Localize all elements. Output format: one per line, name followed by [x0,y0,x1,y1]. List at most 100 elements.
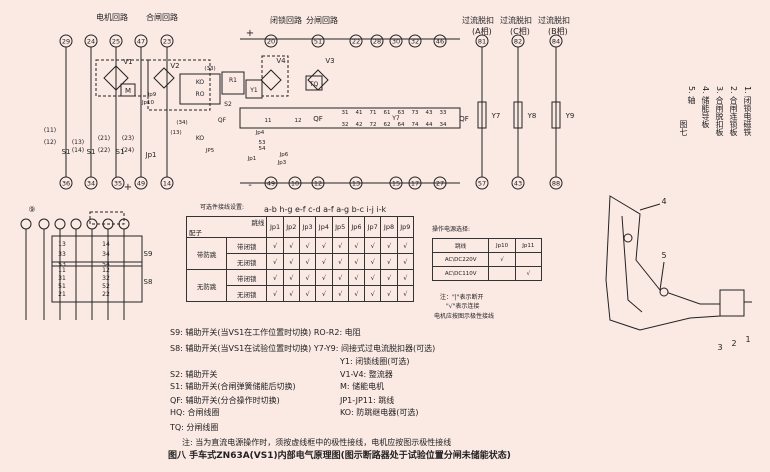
s1-label-3: S1 [116,148,125,156]
jumper-cell: √ [282,285,300,302]
fig7-item: 5. 轴 [687,86,696,105]
power-cell: √ [514,266,543,281]
label-53: 53 [259,140,266,146]
overcurrent-coil [513,101,523,129]
terminal-top [389,34,403,48]
fig7-item: 4. 储能导板 [701,86,710,129]
mechanism-lever [621,215,643,313]
qf-contact-top: 33 [440,110,447,116]
terminal-top-label: 82 [514,38,522,46]
rectifier-v4-label: V4 [276,57,286,65]
fig7-callout-5: 5 [661,251,666,260]
jumper-cell: √ [396,253,415,270]
jumper-cell: √ [347,253,366,270]
jumper-cell: √ [331,269,349,286]
terminal-top-label: 30 [392,38,400,46]
label-12: (12) [44,139,56,146]
jumper-table: 跳线 配子 Jp1 Jp2 Jp3 Jp4 Jp5 Jp6 Jp7 Jp8 Jp… [185,216,415,302]
note-hint-1: 注："|"表示断开 [440,294,484,301]
y7-label-2: Y7 [391,115,400,122]
terminal-top-label: 20 [267,38,275,46]
fig7-callout-2: 2 [731,339,736,348]
jumper-cell: √ [282,269,300,286]
terminal-top-label: 29 [62,38,70,46]
jp5-label: JP5 [205,148,215,154]
terminal-bottom-label: 57 [478,180,486,188]
label-33: (33) [204,66,215,72]
qf-contact-bottom: 44 [426,122,433,128]
jumper-cell: √ [282,253,300,270]
jumper-cell: √ [364,285,382,302]
jumper-cell: √ [380,285,398,302]
label-14: (14) [72,147,84,154]
jumper-row: 无闭锁√√√√√√√√√ [187,285,415,302]
motor-label: M [125,87,131,95]
terminal-bottom-label: 35 [114,180,122,188]
terminal-top-label: 47 [137,38,145,46]
jumper-col-jp1: Jp1 [266,216,284,238]
terminal-top-label: 81 [478,38,486,46]
qf-contact-top: 43 [426,110,433,116]
terminal-bottom-label: 88 [552,180,560,188]
label-ot-c: 过流脱扣 [500,16,532,25]
label-jumper-seq: a-b h-g e-f c-d a-f a-g b-c i-j i-k [264,205,387,214]
terminal-top [311,34,325,48]
s9-block [51,235,143,267]
label-22: (22) [98,147,110,154]
jumper-cell: √ [266,269,284,286]
fig7-callout-3: 3 [717,343,722,352]
s8-label: S8 [144,278,153,286]
jumper-sub: 带闭锁 [226,269,268,286]
jumper-col-jp6: Jp6 [347,216,366,238]
terminal-bottom-label: 14 [163,180,171,188]
s1-label: S1 [62,148,71,156]
s8-terminal [20,218,32,230]
legend-item: S8: 辅助开关(当VS1在试验位置时切换) Y7-Y9: 间接式过电流脱扣器(… [170,344,436,353]
jumper-col-jp9: Jp9 [396,216,415,238]
rectifier-v2 [153,67,175,89]
jumper-cell: √ [298,285,317,302]
jumper-row: 无防跳带闭锁√√√√√√√√√ [185,269,415,302]
s8-contact: 31 [58,275,66,282]
terminal-top [264,34,278,48]
s8-top-label: ⑨ [28,205,35,214]
jumper-cell: √ [315,237,333,254]
jumper-sub: 无闭锁 [226,253,268,270]
qf-contact-bottom: 34 [440,122,447,128]
terminal-top-label: 84 [552,38,560,46]
jp1-label-2: Jp1 [247,156,257,162]
note-hint-2: "√"表示连接 [446,303,480,310]
s9-contact: 54 [102,261,110,268]
fig7-item: 2. 合闸连锁板 [729,86,738,137]
jumper-col-jp2: Jp2 [282,216,300,238]
qf-contact-bottom: 42 [356,122,363,128]
jumper-group: 带防跳 [185,237,228,270]
ko-label-2: KO [196,135,205,142]
jumper-sub: 无闭锁 [226,285,268,302]
jp6-label: Jp6 [279,152,289,158]
power-col-jp10: Jp10 [488,238,516,253]
plus-sign-2: + [124,182,132,193]
label-24: (24) [122,147,134,154]
label-lock-circuit: 闭锁回路 [270,16,302,25]
jumper-col-jp4: Jp4 [315,216,333,238]
qf-11: 11 [265,118,272,124]
jumper-cell: √ [364,237,382,254]
tq-label: TQ [309,81,319,88]
label-ot-c-phase: (C相) [510,27,530,36]
jumper-cell: √ [266,237,284,254]
label-fig7: 图七 [679,120,688,136]
label-ot-b: 过流脱扣 [538,16,570,25]
qf-label: QF [313,115,323,123]
power-cell: √ [488,252,516,267]
qf-contact-bottom: 64 [398,122,405,128]
jumper-cell: √ [298,253,317,270]
jp4-label: Jp4 [255,130,265,136]
jumper-cell: √ [266,253,284,270]
mechanism-pivot-2 [659,287,669,297]
legend-item: HQ: 合闸线圈 [170,408,220,417]
jumper-group: 无防跳 [185,269,228,302]
jumper-cell: √ [347,237,366,254]
